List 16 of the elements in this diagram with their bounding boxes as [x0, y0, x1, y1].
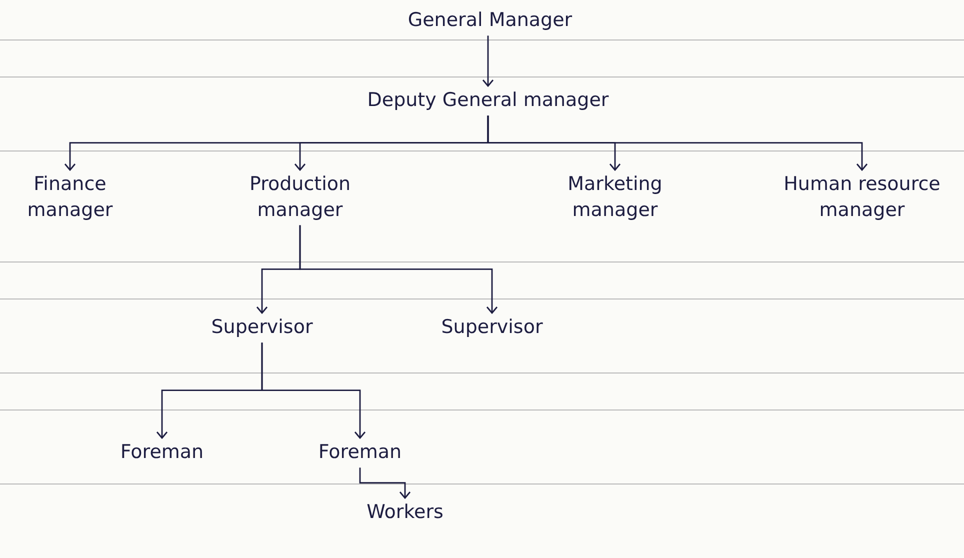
role-label: Finance manager — [12, 172, 128, 224]
arrow — [482, 36, 494, 87]
arrow — [261, 342, 366, 439]
role-label: Foreman — [120, 440, 204, 466]
role-label: Deputy General manager — [367, 88, 609, 114]
role-label: Production manager — [238, 172, 362, 224]
role-label: Foreman — [318, 440, 402, 466]
role-label: Marketing manager — [552, 172, 678, 224]
role-label: Human resource manager — [774, 172, 950, 224]
arrow — [487, 116, 868, 171]
role-label: Workers — [366, 500, 444, 526]
role-label: General Manager — [408, 8, 572, 34]
role-label: Supervisor — [211, 315, 313, 341]
role-label: Supervisor — [441, 315, 543, 341]
arrow — [299, 225, 498, 314]
arrow — [359, 468, 411, 499]
